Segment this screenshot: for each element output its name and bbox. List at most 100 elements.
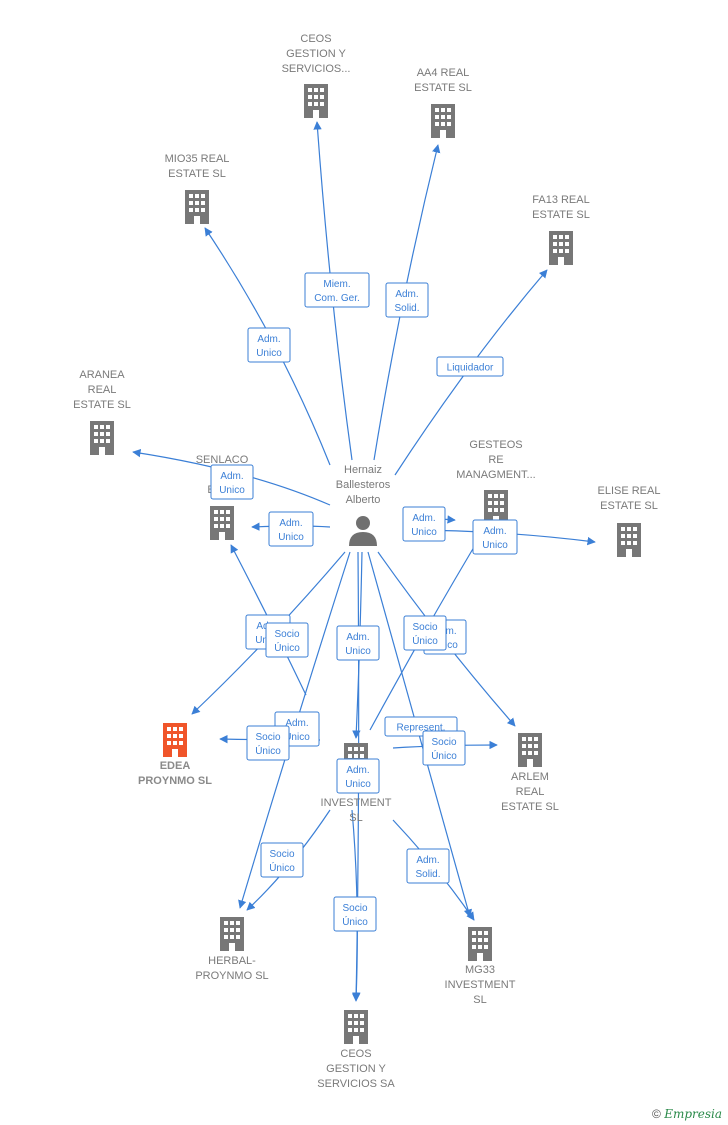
company-label-line: HERBAL-: [208, 955, 256, 967]
brand-name: Empresia: [664, 1107, 722, 1121]
building-icon: [220, 917, 244, 951]
relation-tag-text: Socio: [269, 849, 294, 860]
building-icon: [617, 523, 641, 557]
relation-tag-1[interactable]: Adm.Solid.: [385, 282, 429, 318]
footer-brand[interactable]: © Empresia: [652, 1107, 722, 1121]
company-node-fa13[interactable]: FA13 REAL ESTATE SL: [532, 194, 590, 265]
company-label-line: ARANEA: [79, 369, 125, 381]
relation-tag-text: Socio: [342, 903, 367, 914]
building-icon: [210, 506, 234, 540]
relation-tag-17[interactable]: Adm.Unico: [336, 758, 380, 794]
relation-tag-text: Adm.: [279, 518, 302, 529]
person-icon: [349, 516, 377, 546]
relation-tag-box: [385, 282, 429, 318]
relation-tag-text: Único: [342, 915, 368, 928]
copyright-icon: ©: [652, 1107, 661, 1121]
person-name-line: Ballesteros: [336, 479, 391, 491]
relation-tag-text: Com. Ger.: [314, 293, 360, 304]
relation-tag-box: [210, 464, 254, 500]
building-windows: [167, 727, 183, 757]
company-label-line: INVESTMENT: [321, 797, 392, 809]
relation-tag-text: Único: [431, 749, 457, 762]
relation-tag-2[interactable]: Adm. Unico: [247, 327, 291, 363]
relation-tag-5[interactable]: Adm. Unico: [268, 511, 314, 547]
company-node-mio35[interactable]: MIO35 REAL ESTATE SL: [165, 153, 230, 224]
relation-tag-text: Adm.: [257, 334, 280, 345]
company-node-aa4[interactable]: AA4 REAL ESTATE SL: [414, 67, 472, 138]
building-icon: [344, 1010, 368, 1044]
relation-tag-text: Unico: [256, 348, 282, 359]
relation-tag-10[interactable]: Adm.Unico: [336, 625, 380, 661]
company-label-line: SL: [349, 812, 362, 824]
relation-tag-text: Socio: [274, 629, 299, 640]
relation-tag-text: Unico: [284, 732, 310, 743]
company-node-herbal[interactable]: HERBAL-PROYNMO SL: [195, 917, 269, 982]
company-label-line: MANAGMENT...: [456, 469, 535, 481]
building-icon: [549, 231, 573, 265]
company-label-line: SERVICIOS...: [282, 63, 351, 75]
company-label-line: ESTATE SL: [414, 82, 472, 94]
relation-tag-text: Liquidador: [447, 363, 494, 374]
relation-tag-text: Represent.: [397, 723, 446, 734]
company-label-line: REAL: [88, 384, 117, 396]
relation-tag-text: Unico: [278, 532, 304, 543]
relation-tag-text: Adm.: [483, 526, 506, 537]
company-label-line: MIO35 REAL: [165, 153, 230, 165]
relation-tag-box: [265, 622, 309, 658]
building-icon: [468, 927, 492, 961]
relation-tag-4[interactable]: Adm.Unico: [210, 464, 254, 500]
company-label-line: ARLEM: [511, 771, 549, 783]
relation-tag-box: [406, 848, 450, 884]
relation-tag-box: [336, 758, 380, 794]
relation-tag-box: [402, 506, 446, 542]
company-node-gesteos[interactable]: GESTEOSREMANAGMENT...: [456, 439, 536, 524]
relation-tag-3[interactable]: Liquidador: [436, 356, 504, 377]
relation-tag-19[interactable]: Adm.Solid.: [406, 848, 450, 884]
relation-tag-text: Adm.: [285, 718, 308, 729]
edges-layer: [132, 121, 596, 1002]
company-label-line: ESTATE SL: [600, 500, 658, 512]
building-icon: [484, 490, 508, 524]
company-label-line: MG33: [465, 964, 495, 976]
edge-line-12: [367, 551, 472, 918]
company-label-line: PROYNMO SL: [138, 775, 212, 787]
relation-tag-6[interactable]: Adm.Unico: [402, 506, 446, 542]
relation-tag-text: Único: [274, 641, 300, 654]
relation-tag-text: Solid.: [415, 869, 440, 880]
relation-tag-text: Socio: [412, 622, 437, 633]
relation-tag-box: [472, 519, 518, 555]
relation-tag-text: Adm.: [220, 471, 243, 482]
relation-tag-0[interactable]: Miem.Com. Ger.: [304, 272, 370, 308]
company-label-line: FA13 REAL: [532, 194, 589, 206]
building-icon: [518, 733, 542, 767]
company-label-line: AA4 REAL: [417, 67, 470, 79]
company-label-line: INVESTMENT: [445, 979, 516, 991]
building-icon: [304, 84, 328, 118]
relation-tag-box: [246, 725, 290, 761]
relation-tag-box: [336, 625, 380, 661]
company-label-line: ESTATE SL: [532, 209, 590, 221]
relation-tag-box: [422, 730, 466, 766]
relation-tag-7[interactable]: Adm.Unico: [472, 519, 518, 555]
company-label-line: ESTATE SL: [168, 168, 226, 180]
relation-tag-text: Unico: [411, 527, 437, 538]
company-label-line: GESTEOS: [469, 439, 522, 451]
relation-tag-text: Adm.: [346, 632, 369, 643]
person-name-line: Hernaiz: [344, 464, 382, 476]
relation-tag-box: [436, 356, 504, 377]
